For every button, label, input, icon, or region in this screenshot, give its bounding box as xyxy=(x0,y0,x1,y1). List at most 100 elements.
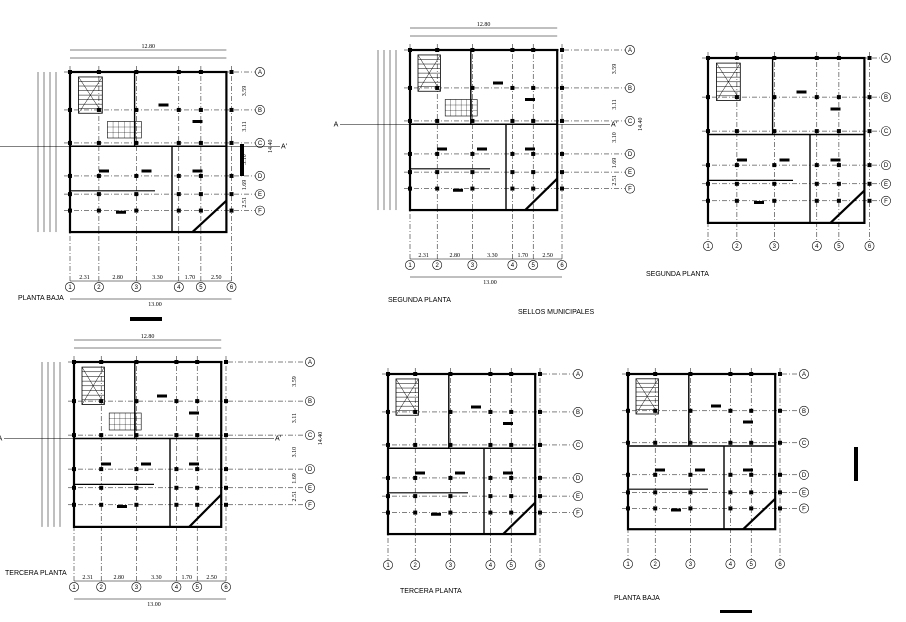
axis-bubble-6-label: 6 xyxy=(230,285,234,291)
structural-column xyxy=(96,140,101,145)
axis-bubble-1-circle xyxy=(383,560,393,570)
structural-column xyxy=(734,129,739,134)
structural-column xyxy=(195,433,200,438)
structural-column xyxy=(72,502,76,507)
axis-bubble-C-label: C xyxy=(628,119,633,125)
axis-bubble-D-circle xyxy=(881,160,891,170)
room-label xyxy=(754,201,764,204)
room-label xyxy=(431,512,441,516)
structural-column xyxy=(626,490,630,495)
structural-column xyxy=(224,502,228,507)
structural-column xyxy=(488,372,493,376)
structural-column xyxy=(836,198,841,203)
side-total-dimension: 14.40 xyxy=(318,432,324,446)
room-label xyxy=(503,422,513,425)
structural-column xyxy=(68,140,72,145)
structural-column xyxy=(531,151,536,156)
axis-bubble-C-circle xyxy=(881,126,891,137)
structural-column xyxy=(134,485,139,490)
axis-bubble-1-label: 1 xyxy=(706,244,710,250)
axis-bubble-E-label: E xyxy=(576,494,580,500)
structural-column xyxy=(448,510,453,515)
room-label xyxy=(192,169,203,173)
structural-column xyxy=(538,372,542,376)
structural-column xyxy=(653,372,658,376)
room-label xyxy=(189,411,199,415)
structural-column xyxy=(68,70,72,74)
structural-column xyxy=(772,181,777,186)
structural-column xyxy=(176,208,181,213)
structural-column xyxy=(408,151,412,156)
structural-column xyxy=(836,129,841,134)
structural-column xyxy=(560,118,564,123)
structural-column xyxy=(134,360,139,364)
axis-bubble-C-label: C xyxy=(802,441,807,447)
structural-column xyxy=(174,502,179,507)
structural-column xyxy=(728,472,733,477)
stair-diagonal xyxy=(81,366,105,405)
axis-bubble-E-circle xyxy=(881,178,891,189)
structural-column xyxy=(413,442,418,447)
structural-column xyxy=(488,510,493,515)
structural-column xyxy=(728,490,733,495)
axis-bubble-F-label: F xyxy=(628,187,632,193)
axis-bubble-E-label: E xyxy=(628,170,632,176)
plan-title: TERCERA PLANTA xyxy=(400,588,462,595)
axis-bubble-3-circle xyxy=(467,260,478,270)
section-mark-right: A' xyxy=(275,436,281,443)
axis-bubble-2-circle xyxy=(410,560,421,570)
side-span-dimension: 3.11 xyxy=(292,413,298,423)
bottom-span-dimension: 2.31 xyxy=(418,253,429,259)
axis-bubble-5-label: 5 xyxy=(532,263,536,269)
axis-bubble-A-circle xyxy=(255,67,265,77)
axis-bubble-6-circle xyxy=(535,560,545,570)
room-label xyxy=(192,120,203,123)
structural-column xyxy=(509,475,514,480)
side-total-dimension: 14.40 xyxy=(638,118,644,132)
structural-column xyxy=(134,173,139,178)
structural-column xyxy=(435,170,440,175)
structural-column xyxy=(653,506,658,511)
axis-bubble-3-circle xyxy=(769,241,780,251)
structural-column xyxy=(778,372,782,376)
structural-column xyxy=(688,506,693,511)
axis-bubble-E-label: E xyxy=(258,192,262,198)
axis-bubble-B-circle xyxy=(625,83,635,93)
axis-bubble-1-label: 1 xyxy=(68,285,72,291)
axis-bubble-D-label: D xyxy=(258,174,263,180)
structural-column xyxy=(448,409,453,414)
axis-bubble-2-label: 2 xyxy=(97,285,101,291)
room-label xyxy=(117,505,127,508)
structural-column xyxy=(224,360,228,364)
room-label xyxy=(503,471,513,475)
axis-bubble-5-label: 5 xyxy=(196,585,200,591)
structural-column xyxy=(772,163,777,168)
structural-column xyxy=(99,399,104,404)
axis-bubble-2-circle xyxy=(732,241,742,251)
stair-diagonal xyxy=(417,54,441,92)
axis-bubble-F-label: F xyxy=(308,503,312,509)
room-label xyxy=(743,420,753,424)
room-label xyxy=(477,147,487,151)
structural-column xyxy=(653,472,658,477)
axis-bubble-B-label: B xyxy=(258,108,262,114)
axis-bubble-4-label: 4 xyxy=(729,562,733,568)
bottom-span-dimension: 1.70 xyxy=(182,575,193,581)
structural-column xyxy=(836,95,841,100)
structural-column xyxy=(229,140,234,145)
structural-column xyxy=(728,506,733,511)
side-span-dimension: 3.10 xyxy=(242,154,248,165)
axis-bubble-5-circle xyxy=(528,260,539,270)
axis-bubble-5-circle xyxy=(192,582,203,592)
axis-bubble-E-label: E xyxy=(884,182,888,188)
side-span-dimension: 1.69 xyxy=(292,473,298,484)
structural-column xyxy=(134,433,139,438)
structural-column xyxy=(176,173,181,178)
structural-column xyxy=(488,442,493,447)
side-span-dimension: 2.51 xyxy=(612,175,618,186)
axis-bubble-6-label: 6 xyxy=(224,585,228,591)
structural-column xyxy=(772,56,777,60)
axis-bubble-A-circle xyxy=(881,53,891,63)
structural-column xyxy=(531,118,536,123)
